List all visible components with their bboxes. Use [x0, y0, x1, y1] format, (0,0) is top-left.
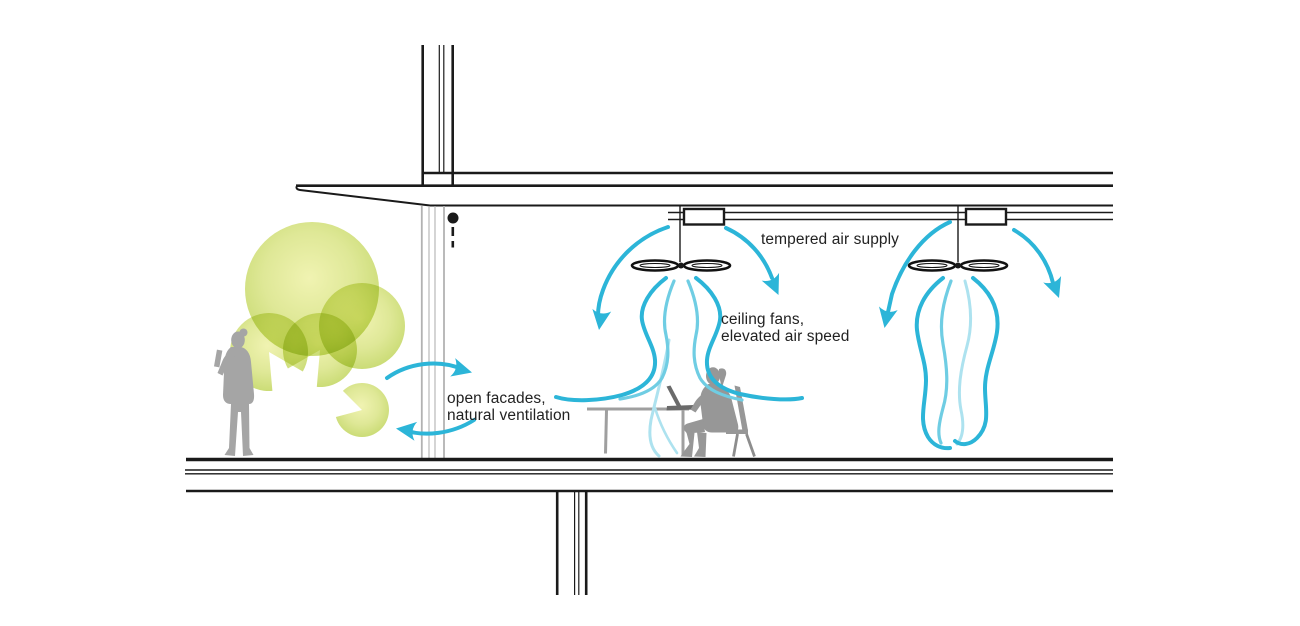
label-ceiling-fans-line2: elevated air speed	[721, 328, 850, 345]
ceiling-structure	[295, 45, 1113, 262]
standing-person-silhouette	[213, 328, 255, 456]
ceiling-fan-left-icon	[630, 259, 732, 272]
facade-airflow-arrows	[385, 358, 476, 441]
canopy-slab-underside	[295, 186, 1113, 207]
air-diffuser-right	[964, 207, 1008, 226]
ceiling-fan-right-icon	[907, 259, 1009, 272]
label-open-facades: open facades, natural ventilation	[447, 390, 570, 424]
supply-air-arrows	[592, 220, 1062, 330]
sitting-person-silhouette	[680, 367, 739, 457]
upper-column	[421, 45, 455, 186]
lower-column	[555, 492, 588, 595]
airflow-plume-right-fan	[914, 276, 1000, 451]
label-ceiling-fans: ceiling fans, elevated air speed	[721, 311, 849, 345]
label-ceiling-fans-line1: ceiling fans,	[721, 311, 805, 328]
air-diffuser-left	[682, 207, 726, 226]
laptop-icon	[666, 385, 695, 411]
label-open-facades-line1: open facades,	[447, 390, 546, 407]
chair	[726, 385, 756, 457]
floor-slab	[185, 457, 1113, 493]
arrowhead-outflow	[396, 421, 418, 441]
foliage-leaf-small	[335, 383, 389, 438]
airflow-plume-left-fan	[554, 276, 804, 458]
open-facade-column	[420, 206, 445, 458]
arrowhead-inflow	[450, 358, 472, 377]
label-open-facades-line2: natural ventilation	[447, 407, 571, 424]
handheld-device	[213, 349, 223, 368]
foliage-leaf-mid	[282, 313, 357, 388]
tree-foliage-icon	[229, 222, 405, 438]
label-tempered-air-supply: tempered air supply	[761, 231, 899, 248]
pivot-dot-marker	[447, 212, 459, 248]
label-tempered-air-supply-text: tempered air supply	[761, 231, 900, 248]
supply-duct	[668, 211, 1113, 221]
